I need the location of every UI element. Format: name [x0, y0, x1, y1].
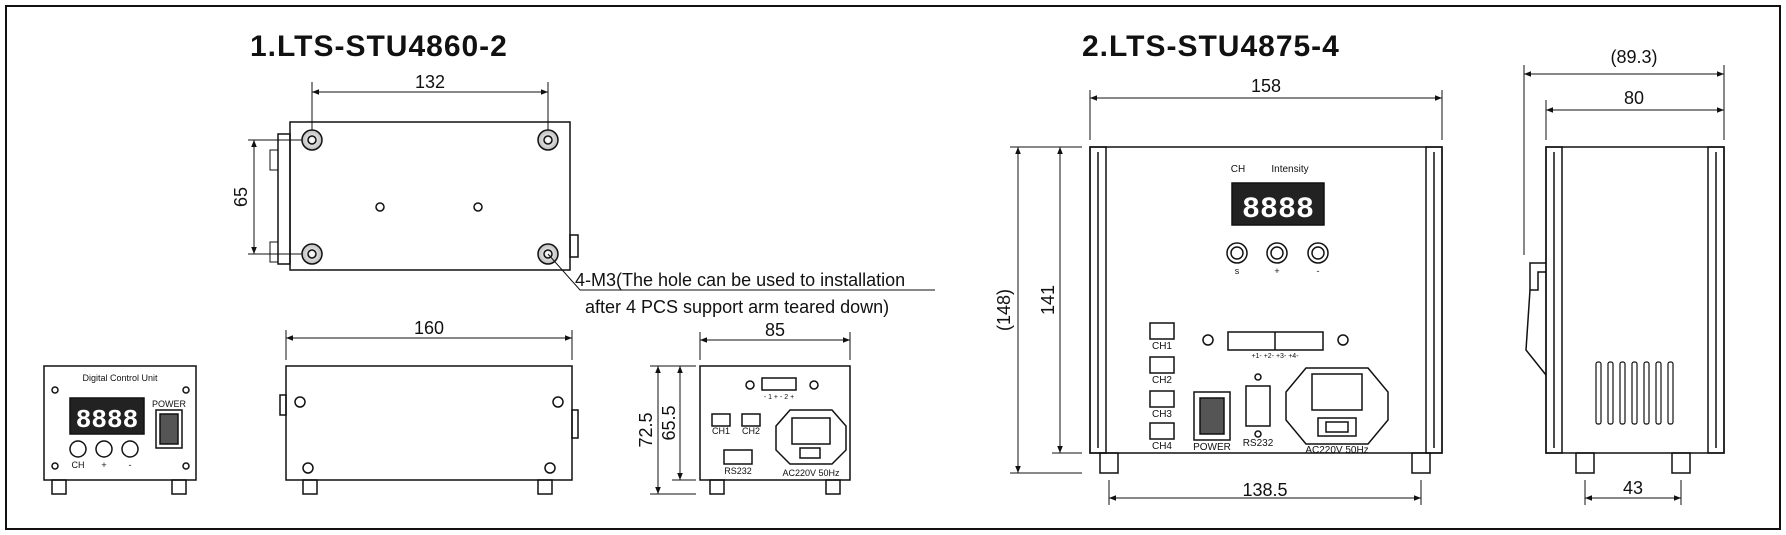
- sheet-border: [5, 5, 1781, 530]
- dimension-lines-model2-side: [1523, 65, 1725, 505]
- svg-text:8888: 8888: [1242, 193, 1314, 227]
- knob-icon: [1226, 242, 1329, 264]
- dim-top-width: 132: [415, 72, 445, 92]
- m2-ac-label: AC220V 50Hz: [1305, 445, 1368, 456]
- m2-ch2-label: CH2: [1152, 375, 1172, 386]
- dim-side-outer: (89.3): [1610, 47, 1657, 67]
- m2-rs232-label: RS232: [1243, 438, 1274, 449]
- ch1-connector: [1149, 322, 1175, 340]
- model1-title: 1.LTS-STU4860-2: [250, 30, 508, 63]
- m2-ch-label: CH: [1231, 164, 1245, 175]
- rear-rs232-label: RS232: [724, 466, 752, 476]
- dim-m2-foot-span: 138.5: [1242, 480, 1287, 500]
- dim-top-height: 65: [231, 187, 251, 207]
- rear-ch2-label: CH2: [742, 426, 760, 436]
- btn-plus-label: +: [101, 460, 106, 470]
- ch1-connector: [711, 413, 731, 427]
- ch4-connector: [1149, 422, 1175, 440]
- dim-side-foot: 43: [1623, 478, 1643, 498]
- m2-power-label: POWER: [1193, 442, 1231, 453]
- model2-side-view: [1525, 146, 1725, 474]
- ac-socket-icon: [775, 409, 847, 465]
- power-label: POWER: [152, 399, 187, 409]
- front-panel-label: Digital Control Unit: [82, 373, 158, 383]
- dim-m2-width: 158: [1251, 76, 1281, 96]
- dimension-lines-rear: [650, 332, 851, 495]
- m2-ch4-label: CH4: [1152, 441, 1172, 452]
- btn-minus-label: -: [129, 460, 132, 470]
- rear-ch1-label: CH1: [712, 426, 730, 436]
- rear-ac-label: AC220V 50Hz: [782, 468, 840, 478]
- digital-display-icon: 8888: [69, 397, 145, 435]
- dim-rear-height-inner: 65.5: [659, 405, 679, 440]
- model1-front-view: 8888: [43, 365, 197, 495]
- vent-slots-icon: [1595, 361, 1674, 425]
- power-switch[interactable]: [155, 409, 183, 449]
- dimension-lines-side: [285, 330, 573, 360]
- rear-terminal-label: - 1 + - 2 +: [764, 394, 794, 401]
- power-switch[interactable]: [1193, 391, 1231, 441]
- m2-btn-minus-label: -: [1317, 266, 1320, 276]
- model1-rear-view: [699, 365, 851, 495]
- mount-hole-icon: [301, 129, 559, 265]
- ch3-connector: [1149, 390, 1175, 408]
- rs232-port: [723, 449, 753, 465]
- rs232-port: [1245, 385, 1271, 427]
- dim-side-length: 160: [414, 318, 444, 338]
- note-line-2: after 4 PCS support arm teared down): [585, 297, 889, 317]
- dim-rear-height-outer: 72.5: [636, 412, 656, 447]
- dim-side-inner: 80: [1624, 88, 1644, 108]
- dim-m2-height-outer: (148): [994, 289, 1014, 331]
- m2-btn-plus-label: +: [1274, 266, 1279, 276]
- m2-ch3-label: CH3: [1152, 409, 1172, 420]
- model2-title: 2.LTS-STU4875-4: [1082, 30, 1340, 63]
- m2-ch1-label: CH1: [1152, 341, 1172, 352]
- ch2-connector: [1149, 356, 1175, 374]
- dimension-lines-top: [248, 82, 935, 291]
- model1-side-view: [279, 365, 579, 495]
- ac-socket-icon: [1285, 367, 1389, 445]
- digital-display-icon: 8888: [1231, 182, 1325, 227]
- dim-rear-width: 85: [765, 320, 785, 340]
- ch2-connector: [741, 413, 761, 427]
- model2-front-view: 8888: [1089, 146, 1443, 474]
- dimension-lines-model2-front: [1010, 90, 1443, 505]
- terminal-block: [761, 377, 797, 391]
- note-line-1: 4-M3(The hole can be used to installatio…: [575, 270, 905, 290]
- m2-btn-s-label: s: [1235, 266, 1240, 276]
- m2-terminal-label: +1- +2- +3- +4-: [1251, 353, 1299, 360]
- dim-m2-height-inner: 141: [1038, 285, 1058, 315]
- btn-ch-label: CH: [72, 460, 85, 470]
- svg-text:8888: 8888: [76, 405, 138, 435]
- knob-icon: [69, 440, 139, 458]
- m2-intensity-label: Intensity: [1271, 164, 1308, 175]
- model1-top-view: [269, 121, 579, 271]
